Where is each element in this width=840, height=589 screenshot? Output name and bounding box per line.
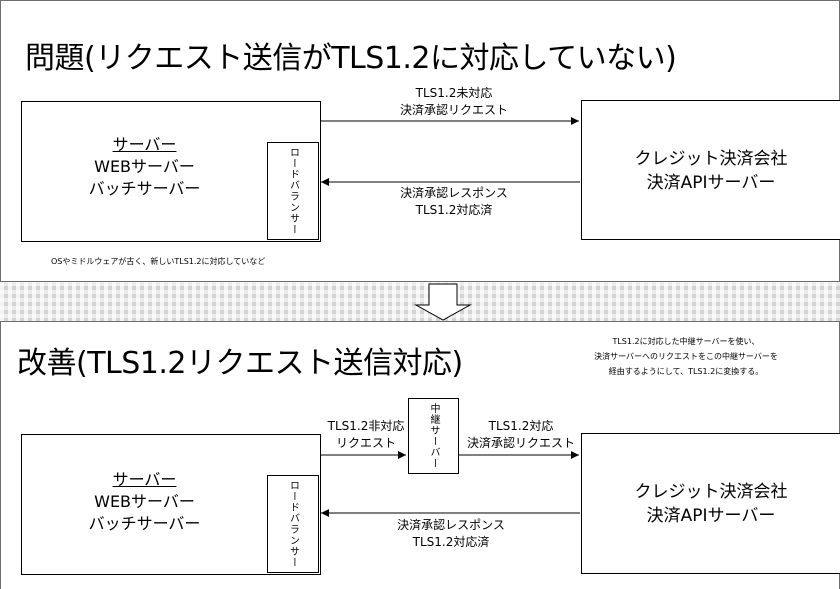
- improvement-description: TLS1.2に対応した中継サーバーを使い、 決済サーバーへのリクエストをこの中継…: [571, 334, 801, 379]
- request-label-line2: 決済承認リクエスト: [399, 103, 508, 117]
- batch-server-label: バッチサーバー: [88, 179, 201, 198]
- request-out-line1: TLS1.2対応: [488, 419, 554, 433]
- description-line2: 決済サーバーへのリクエストをこの中継サーバーを: [594, 352, 778, 361]
- response-label-line2: TLS1.2対応済: [415, 203, 493, 217]
- request-in-label: TLS1.2非対応 リクエスト: [319, 418, 413, 452]
- app-server-text: サーバー WEBサーバー バッチサーバー: [22, 469, 267, 535]
- improvement-title: 改善(TLS1.2リクエスト送信対応): [17, 346, 463, 381]
- web-server-label: WEBサーバー: [94, 492, 195, 511]
- request-label: TLS1.2未対応 決済承認リクエスト: [384, 85, 524, 119]
- load-balancer-label: ロードバランサー: [287, 480, 299, 568]
- card-company-name: クレジット決済会社: [634, 149, 788, 169]
- app-server-text: サーバー WEBサーバー バッチサーバー: [22, 134, 267, 200]
- batch-server-label: バッチサーバー: [88, 514, 201, 533]
- card-company-text: クレジット決済会社 決済APIサーバー: [582, 147, 840, 195]
- response-label: 決済承認レスポンス TLS1.2対応済: [381, 517, 521, 551]
- payment-api-label: 決済APIサーバー: [646, 173, 776, 193]
- card-company-text: クレジット決済会社 決済APIサーバー: [582, 480, 840, 528]
- request-in-line1: TLS1.2非対応: [327, 419, 405, 433]
- load-balancer-box: ロードバランサー: [267, 142, 319, 240]
- description-line3: 経由するようにして、TLS1.2に変換する。: [608, 367, 764, 376]
- request-label-line1: TLS1.2未対応: [415, 86, 493, 100]
- improvement-panel: 改善(TLS1.2リクエスト送信対応) TLS1.2に対応した中継サーバーを使い…: [0, 321, 840, 589]
- response-label-line1: 決済承認レスポンス: [400, 186, 508, 200]
- request-in-line2: リクエスト: [335, 436, 396, 450]
- problem-title: 問題(リクエスト送信がTLS1.2に対応していない): [25, 41, 677, 76]
- response-label: 決済承認レスポンス TLS1.2対応済: [384, 185, 524, 219]
- load-balancer-box: ロードバランサー: [267, 475, 319, 573]
- relay-server-box: 中継サーバー: [408, 398, 459, 474]
- response-label-line1: 決済承認レスポンス: [397, 518, 505, 532]
- section-divider: [0, 282, 840, 321]
- card-company-name: クレジット決済会社: [634, 482, 788, 502]
- request-out-line2: 決済承認リクエスト: [466, 436, 575, 450]
- problem-panel: 問題(リクエスト送信がTLS1.2に対応していない) サーバー WEBサーバー …: [0, 0, 840, 282]
- relay-server-label: 中継サーバー: [428, 403, 439, 469]
- server-heading: サーバー: [112, 470, 177, 489]
- card-company-box: クレジット決済会社 決済APIサーバー: [581, 433, 840, 574]
- request-out-label: TLS1.2対応 決済承認リクエスト: [459, 418, 583, 452]
- problem-note: OSやミドルウェアが古く、新しいTLS1.2に対応していなど: [51, 257, 266, 266]
- payment-api-label: 決済APIサーバー: [646, 506, 776, 526]
- web-server-label: WEBサーバー: [94, 157, 195, 176]
- down-arrow-icon: [414, 283, 472, 321]
- server-heading: サーバー: [112, 135, 177, 154]
- response-label-line2: TLS1.2対応済: [412, 535, 490, 549]
- description-line1: TLS1.2に対応した中継サーバーを使い、: [612, 337, 760, 346]
- load-balancer-label: ロードバランサー: [287, 147, 299, 235]
- card-company-box: クレジット決済会社 決済APIサーバー: [581, 100, 840, 240]
